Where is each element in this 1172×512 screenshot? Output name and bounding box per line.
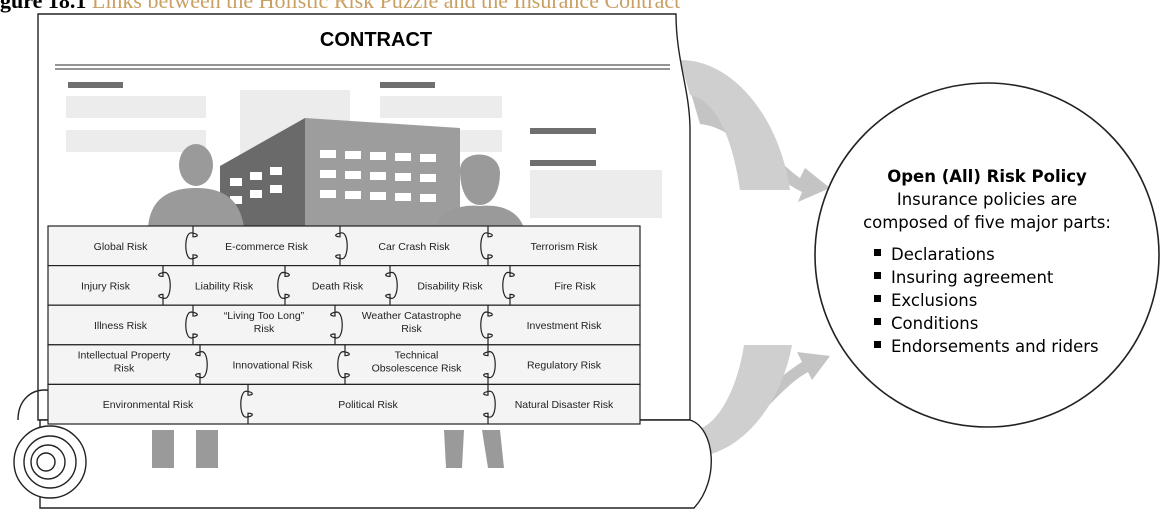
- puzzle-row: Illness Risk “Living Too Long”Risk Weather…: [47, 304, 641, 346]
- puzzle-piece-label: Terrorism Risk: [530, 241, 598, 253]
- puzzle-row-band: [47, 265, 641, 306]
- policy-part-item: Insuring agreement: [891, 268, 1054, 287]
- policy-part-item: Declarations: [891, 245, 995, 264]
- man-silhouette-icon: [148, 144, 244, 468]
- puzzle-row: Global Risk E-commerce Risk Car Crash Risk…: [47, 225, 641, 267]
- puzzle-piece-label: Innovational Risk: [233, 360, 314, 372]
- puzzle-piece-label: Illness Risk: [94, 320, 148, 332]
- bullet-icon: [874, 295, 881, 302]
- puzzle-row: Environmental Risk Political Risk Natural …: [47, 383, 641, 425]
- figure-caption: gure 18.1 Links between the Holistic Ris…: [0, 0, 680, 13]
- bullet-icon: [874, 249, 881, 256]
- policy-part-item: Exclusions: [891, 291, 977, 310]
- policy-part-item: Endorsements and riders: [891, 337, 1099, 356]
- puzzle-divider: [483, 384, 496, 424]
- puzzle-divider: [158, 265, 171, 306]
- puzzle-piece-label: Car Crash Risk: [378, 241, 450, 253]
- puzzle-piece-label: Disability Risk: [417, 280, 483, 292]
- scroll-end-icon: [13, 425, 87, 499]
- puzzle-row-band: [47, 383, 641, 425]
- policy-title: Open (All) Risk Policy: [887, 167, 1087, 186]
- puzzle-piece-label: Political Risk: [338, 399, 398, 411]
- arrow-upper-body: [680, 60, 790, 190]
- policy-panel: Open (All) Risk Policy Insurance policie…: [814, 82, 1160, 428]
- puzzle-piece-label: Injury Risk: [81, 280, 131, 292]
- document-heading-bars: [68, 82, 596, 166]
- figure-label: gure 18.1: [0, 0, 87, 13]
- puzzle-divider: [330, 305, 343, 345]
- puzzle-divider: [335, 226, 348, 266]
- puzzle-divider: [483, 344, 496, 385]
- puzzle-piece-label: Global Risk: [94, 241, 148, 253]
- puzzle-divider: [277, 265, 290, 306]
- figure-title: Links between the Holistic Risk Puzzle a…: [91, 0, 681, 13]
- puzzle-piece-label: Environmental Risk: [103, 399, 194, 411]
- puzzle-divider: [502, 265, 515, 306]
- arrows: [680, 60, 830, 458]
- risk-puzzle: Global Risk E-commerce Risk Car Crash Risk…: [47, 225, 641, 425]
- policy-subtitle-line2: composed of five major parts:: [863, 213, 1111, 232]
- puzzle-divider: [185, 226, 198, 266]
- policy-circle: [814, 82, 1160, 428]
- puzzle-row-band: [47, 225, 641, 267]
- bullet-icon: [874, 318, 881, 325]
- bullet-icon: [874, 272, 881, 279]
- policy-subtitle-line1: Insurance policies are: [897, 190, 1077, 209]
- puzzle-divider: [480, 305, 493, 345]
- puzzle-piece-label: Fire Risk: [554, 280, 596, 292]
- puzzle-piece-label: Regulatory Risk: [527, 360, 602, 372]
- woman-silhouette-icon: [436, 154, 524, 468]
- puzzle-divider: [385, 265, 398, 306]
- bullet-icon: [874, 341, 881, 348]
- puzzle-divider: [185, 305, 198, 345]
- puzzle-piece-label: Liability Risk: [195, 280, 254, 292]
- puzzle-piece-label: E-commerce Risk: [225, 241, 309, 253]
- scroll-roll: [39, 419, 712, 509]
- puzzle-row: Injury Risk Liability Risk Death Risk Disab…: [47, 265, 641, 306]
- puzzle-piece-label: “Living Too Long”Risk: [224, 310, 305, 335]
- puzzle-divider: [195, 344, 208, 385]
- contract-heading: CONTRACT: [320, 29, 432, 51]
- puzzle-piece-label: Natural Disaster Risk: [515, 399, 614, 411]
- puzzle-divider: [480, 226, 493, 266]
- arrow-lower-body: [690, 345, 792, 458]
- policy-part-item: Conditions: [891, 314, 978, 333]
- puzzle-piece-label: Death Risk: [312, 280, 364, 292]
- puzzle-piece-label: Investment Risk: [527, 320, 602, 332]
- puzzle-divider: [240, 384, 253, 424]
- puzzle-divider: [337, 344, 350, 385]
